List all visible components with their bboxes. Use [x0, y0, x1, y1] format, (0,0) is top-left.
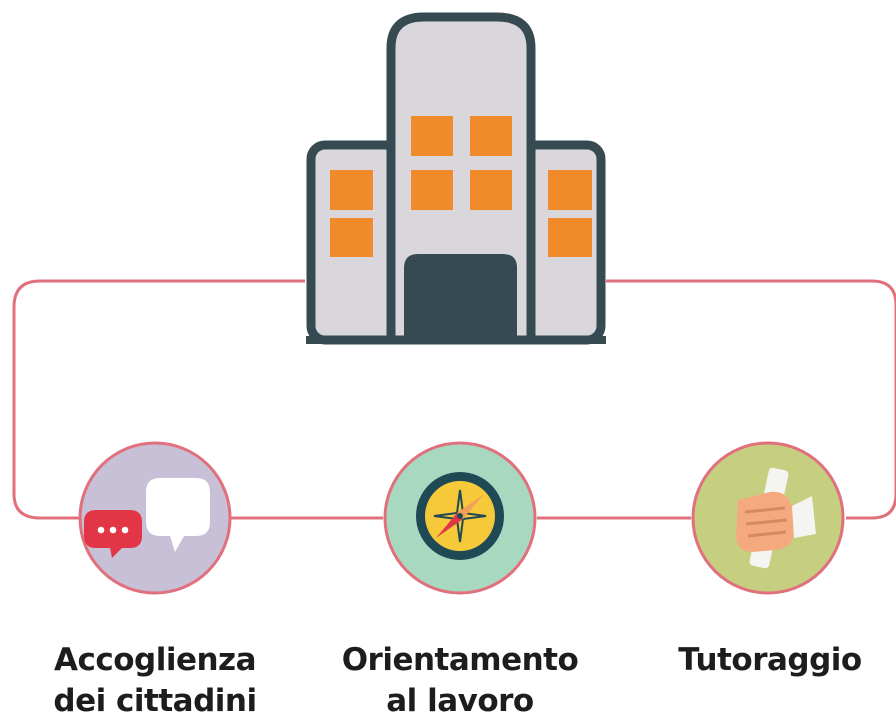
window	[548, 218, 592, 257]
window	[548, 170, 592, 210]
connector-lines	[12, 279, 896, 520]
label-accoglienza: Accoglienza dei cittadini	[30, 640, 280, 722]
window	[330, 170, 373, 210]
label-tutoraggio: Tutoraggio	[660, 640, 880, 681]
chat-bubbles-icon	[84, 478, 210, 558]
window	[411, 170, 453, 210]
window	[330, 218, 373, 257]
label-line: Accoglienza	[53, 642, 257, 678]
window	[470, 170, 512, 210]
building-icon	[306, 12, 606, 345]
compass-icon	[416, 472, 504, 560]
window	[470, 116, 512, 156]
connector-frame	[12, 279, 305, 520]
label-line: al lavoro	[386, 683, 534, 719]
connector-frame-right	[606, 279, 896, 520]
label-line: Orientamento	[341, 642, 579, 678]
window	[411, 116, 453, 156]
label-line: Tutoraggio	[678, 642, 862, 678]
node-accoglienza	[78, 441, 232, 595]
node-orientamento	[383, 441, 537, 595]
label-orientamento: Orientamento al lavoro	[320, 640, 600, 722]
label-line: dei cittadini	[53, 683, 257, 719]
hand-holding-diploma-icon	[736, 467, 816, 569]
door	[404, 254, 517, 340]
node-tutoraggio	[691, 441, 845, 595]
